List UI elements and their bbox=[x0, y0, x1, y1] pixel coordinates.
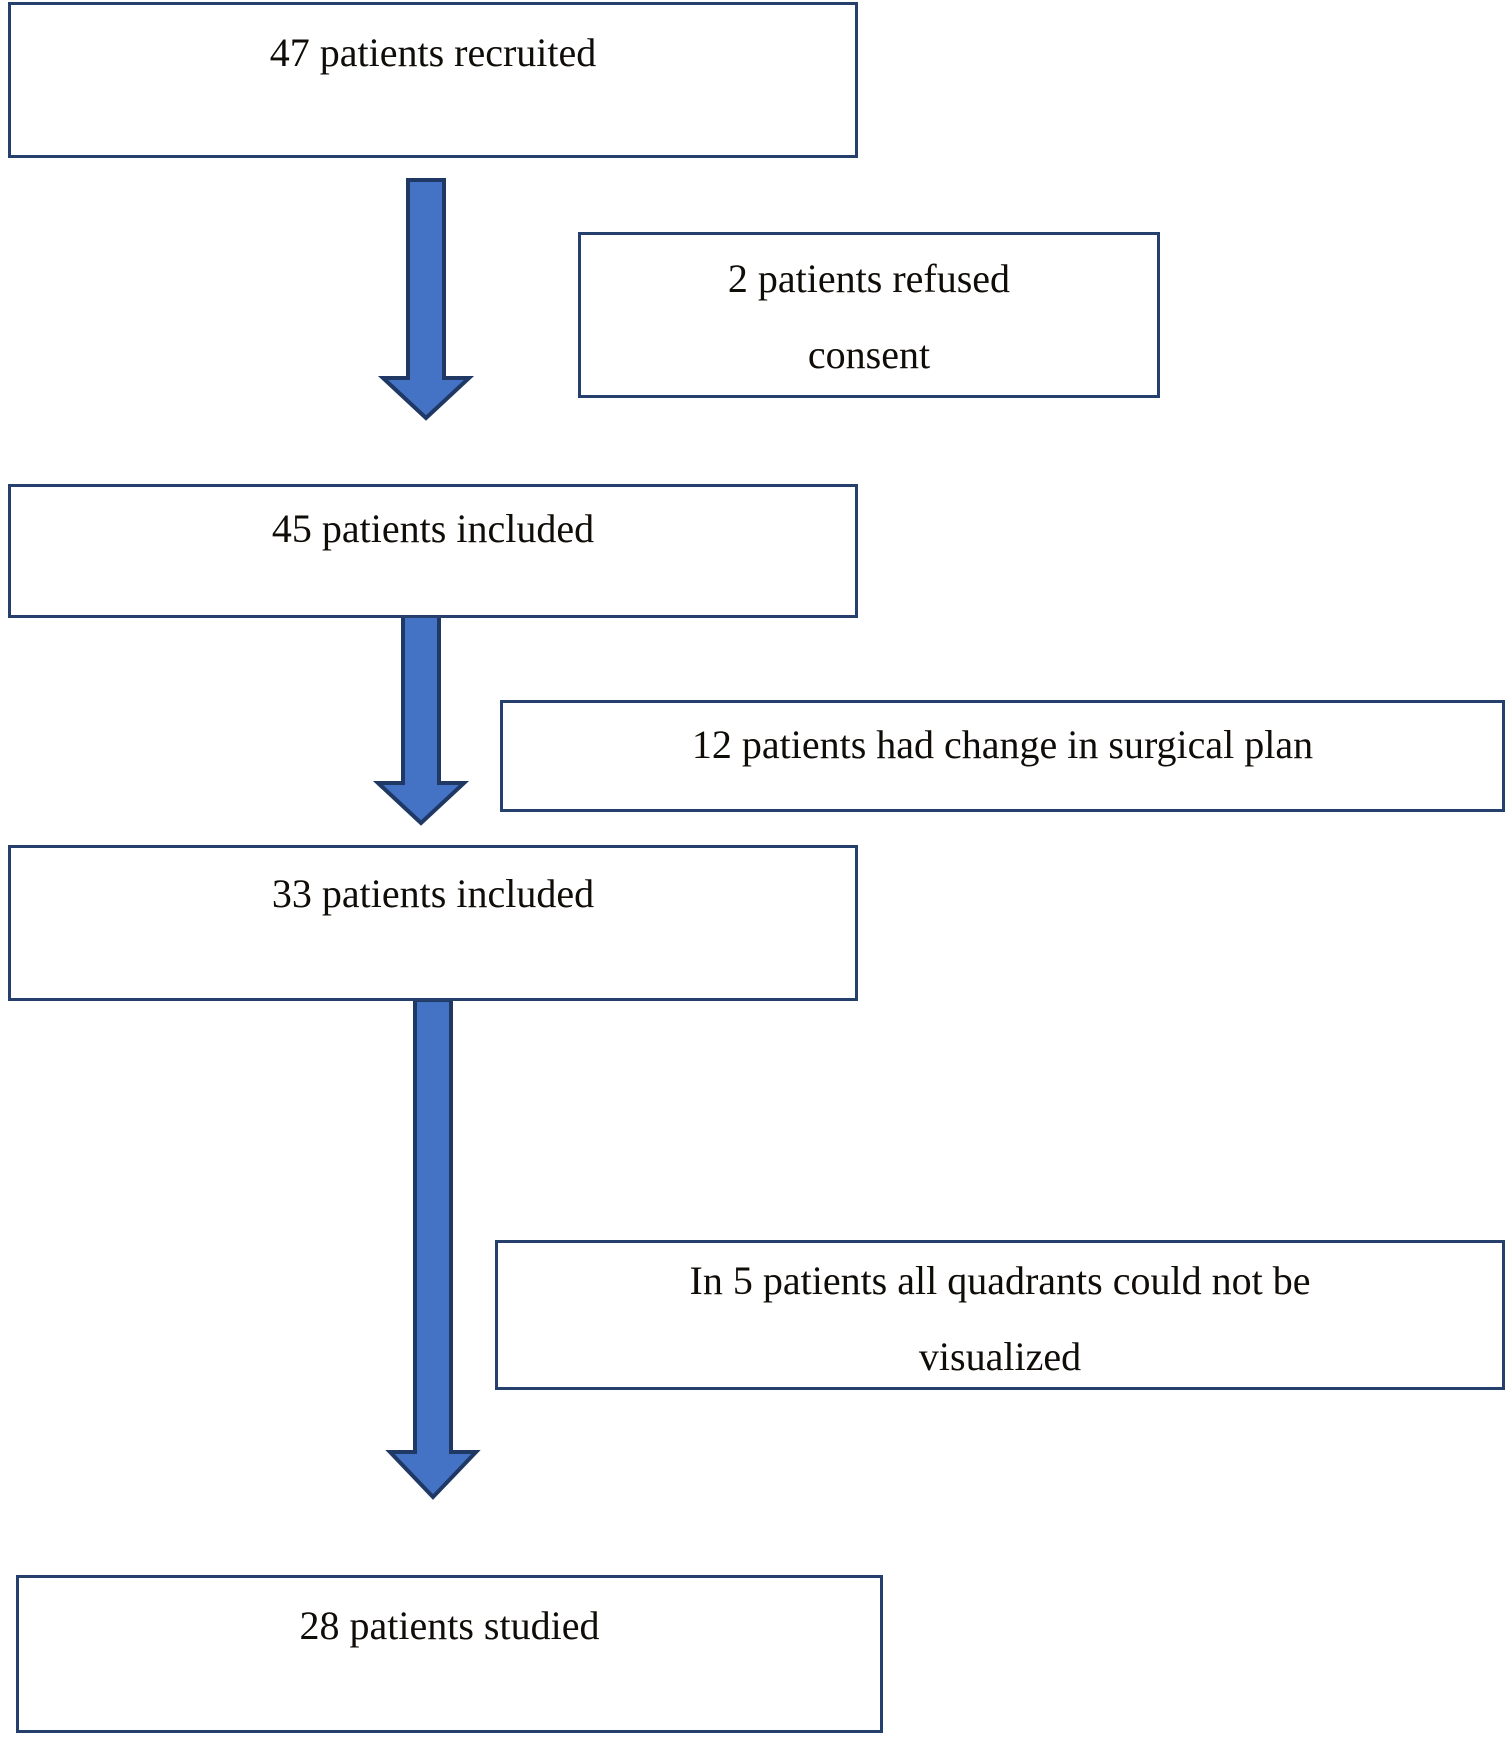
node-label-studied-28: 28 patients studied bbox=[299, 1603, 600, 1648]
node-label-quadrants-not-visualized-line-1: In 5 patients all quadrants could not be bbox=[689, 1258, 1311, 1303]
node-label-refused-consent-line-1: 2 patients refused bbox=[727, 256, 1011, 301]
arrow-recruited-to-45 bbox=[377, 178, 475, 421]
arrow-shape bbox=[372, 583, 470, 826]
node-box-change-surgical-plan: 12 patients had change in surgical plan bbox=[500, 700, 1505, 812]
node-box-quadrants-not-visualized: In 5 patients all quadrants could not be… bbox=[495, 1240, 1505, 1390]
arrow-45-to-33 bbox=[372, 583, 470, 826]
node-label-quadrants-not-visualized-line-2: visualized bbox=[918, 1334, 1082, 1379]
node-box-studied-28: 28 patients studied bbox=[16, 1575, 883, 1733]
node-box-included-45: 45 patients included bbox=[8, 484, 858, 618]
node-label-refused-consent-line-2: consent bbox=[807, 332, 931, 377]
node-label-change-surgical-plan: 12 patients had change in surgical plan bbox=[691, 722, 1314, 767]
node-label-recruited: 47 patients recruited bbox=[269, 30, 597, 75]
node-label-included-33: 33 patients included bbox=[271, 871, 595, 916]
node-box-included-33: 33 patients included bbox=[8, 845, 858, 1001]
node-box-refused-consent: 2 patients refused consent bbox=[578, 232, 1160, 398]
node-box-recruited: 47 patients recruited bbox=[8, 2, 858, 158]
arrow-shape bbox=[377, 178, 475, 421]
arrow-33-to-28 bbox=[385, 998, 481, 1500]
node-label-included-45: 45 patients included bbox=[271, 506, 595, 551]
arrow-shape bbox=[385, 998, 481, 1500]
